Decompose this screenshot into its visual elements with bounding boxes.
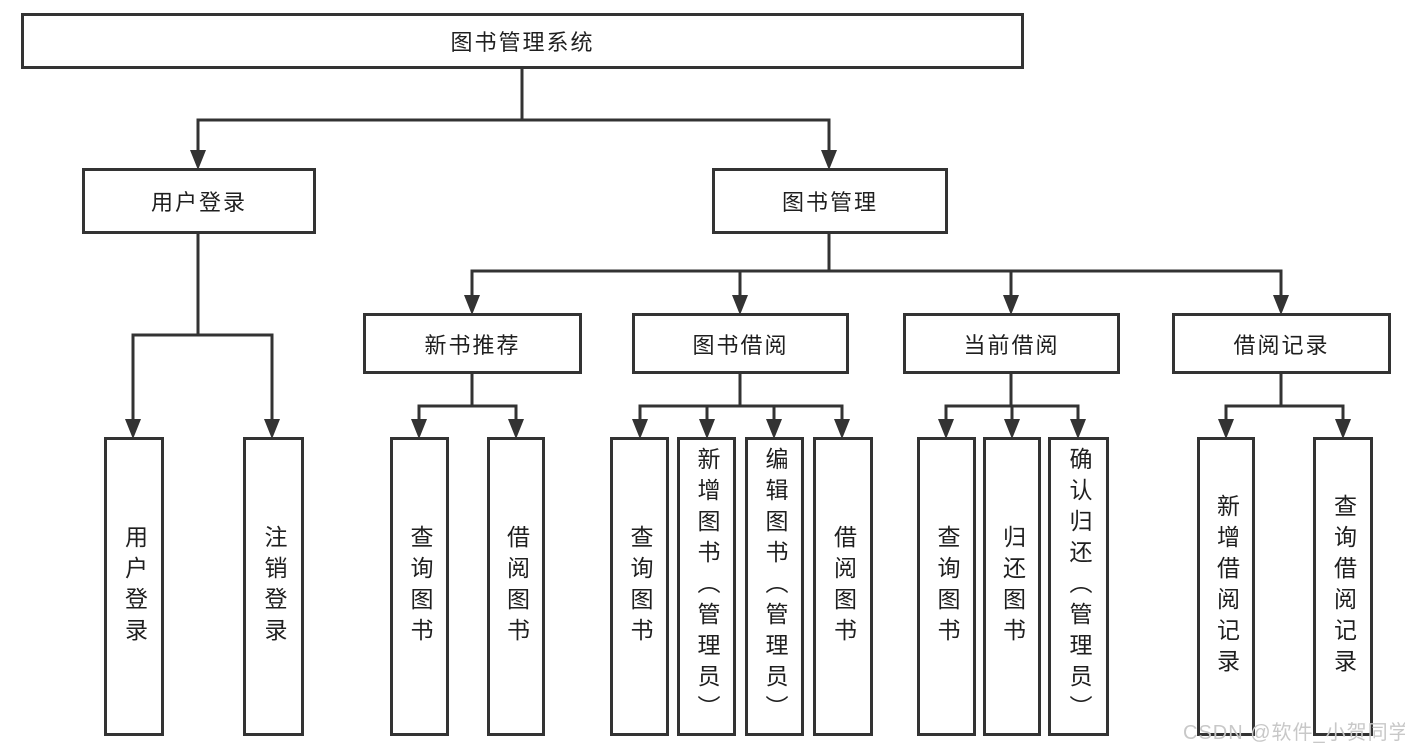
node-current-borrowing: 当前借阅	[903, 313, 1120, 374]
node-new-book-recommend: 新书推荐	[363, 313, 582, 374]
leaf-borrow-books: 借阅图书	[813, 437, 873, 736]
leaf-add-books-admin: 新增图书（管理员）	[677, 437, 736, 736]
csdn-watermark: CSDN @软件_小贺同学	[1183, 722, 1405, 744]
leaf-add-borrow-record: 新增借阅记录	[1197, 437, 1255, 736]
leaf-query-books: 查询图书	[390, 437, 449, 736]
leaf-edit-books-admin: 编辑图书（管理员）	[745, 437, 804, 736]
leaf-query-books: 查询图书	[917, 437, 976, 736]
leaf-return-books: 归还图书	[983, 437, 1041, 736]
node-library-system: 图书管理系统	[21, 13, 1024, 69]
node-user-login: 用户登录	[82, 168, 316, 234]
leaf-user-login: 用户登录	[104, 437, 164, 736]
leaf-confirm-return-admin: 确认归还（管理员）	[1048, 437, 1109, 736]
leaf-query-borrow-record: 查询借阅记录	[1313, 437, 1373, 736]
node-borrowing-records: 借阅记录	[1172, 313, 1391, 374]
node-book-management: 图书管理	[712, 168, 948, 234]
node-book-borrowing: 图书借阅	[632, 313, 849, 374]
leaf-borrow-books: 借阅图书	[487, 437, 545, 736]
arrowheads	[125, 150, 1351, 439]
leaf-logout: 注销登录	[243, 437, 304, 736]
leaf-query-books: 查询图书	[610, 437, 669, 736]
